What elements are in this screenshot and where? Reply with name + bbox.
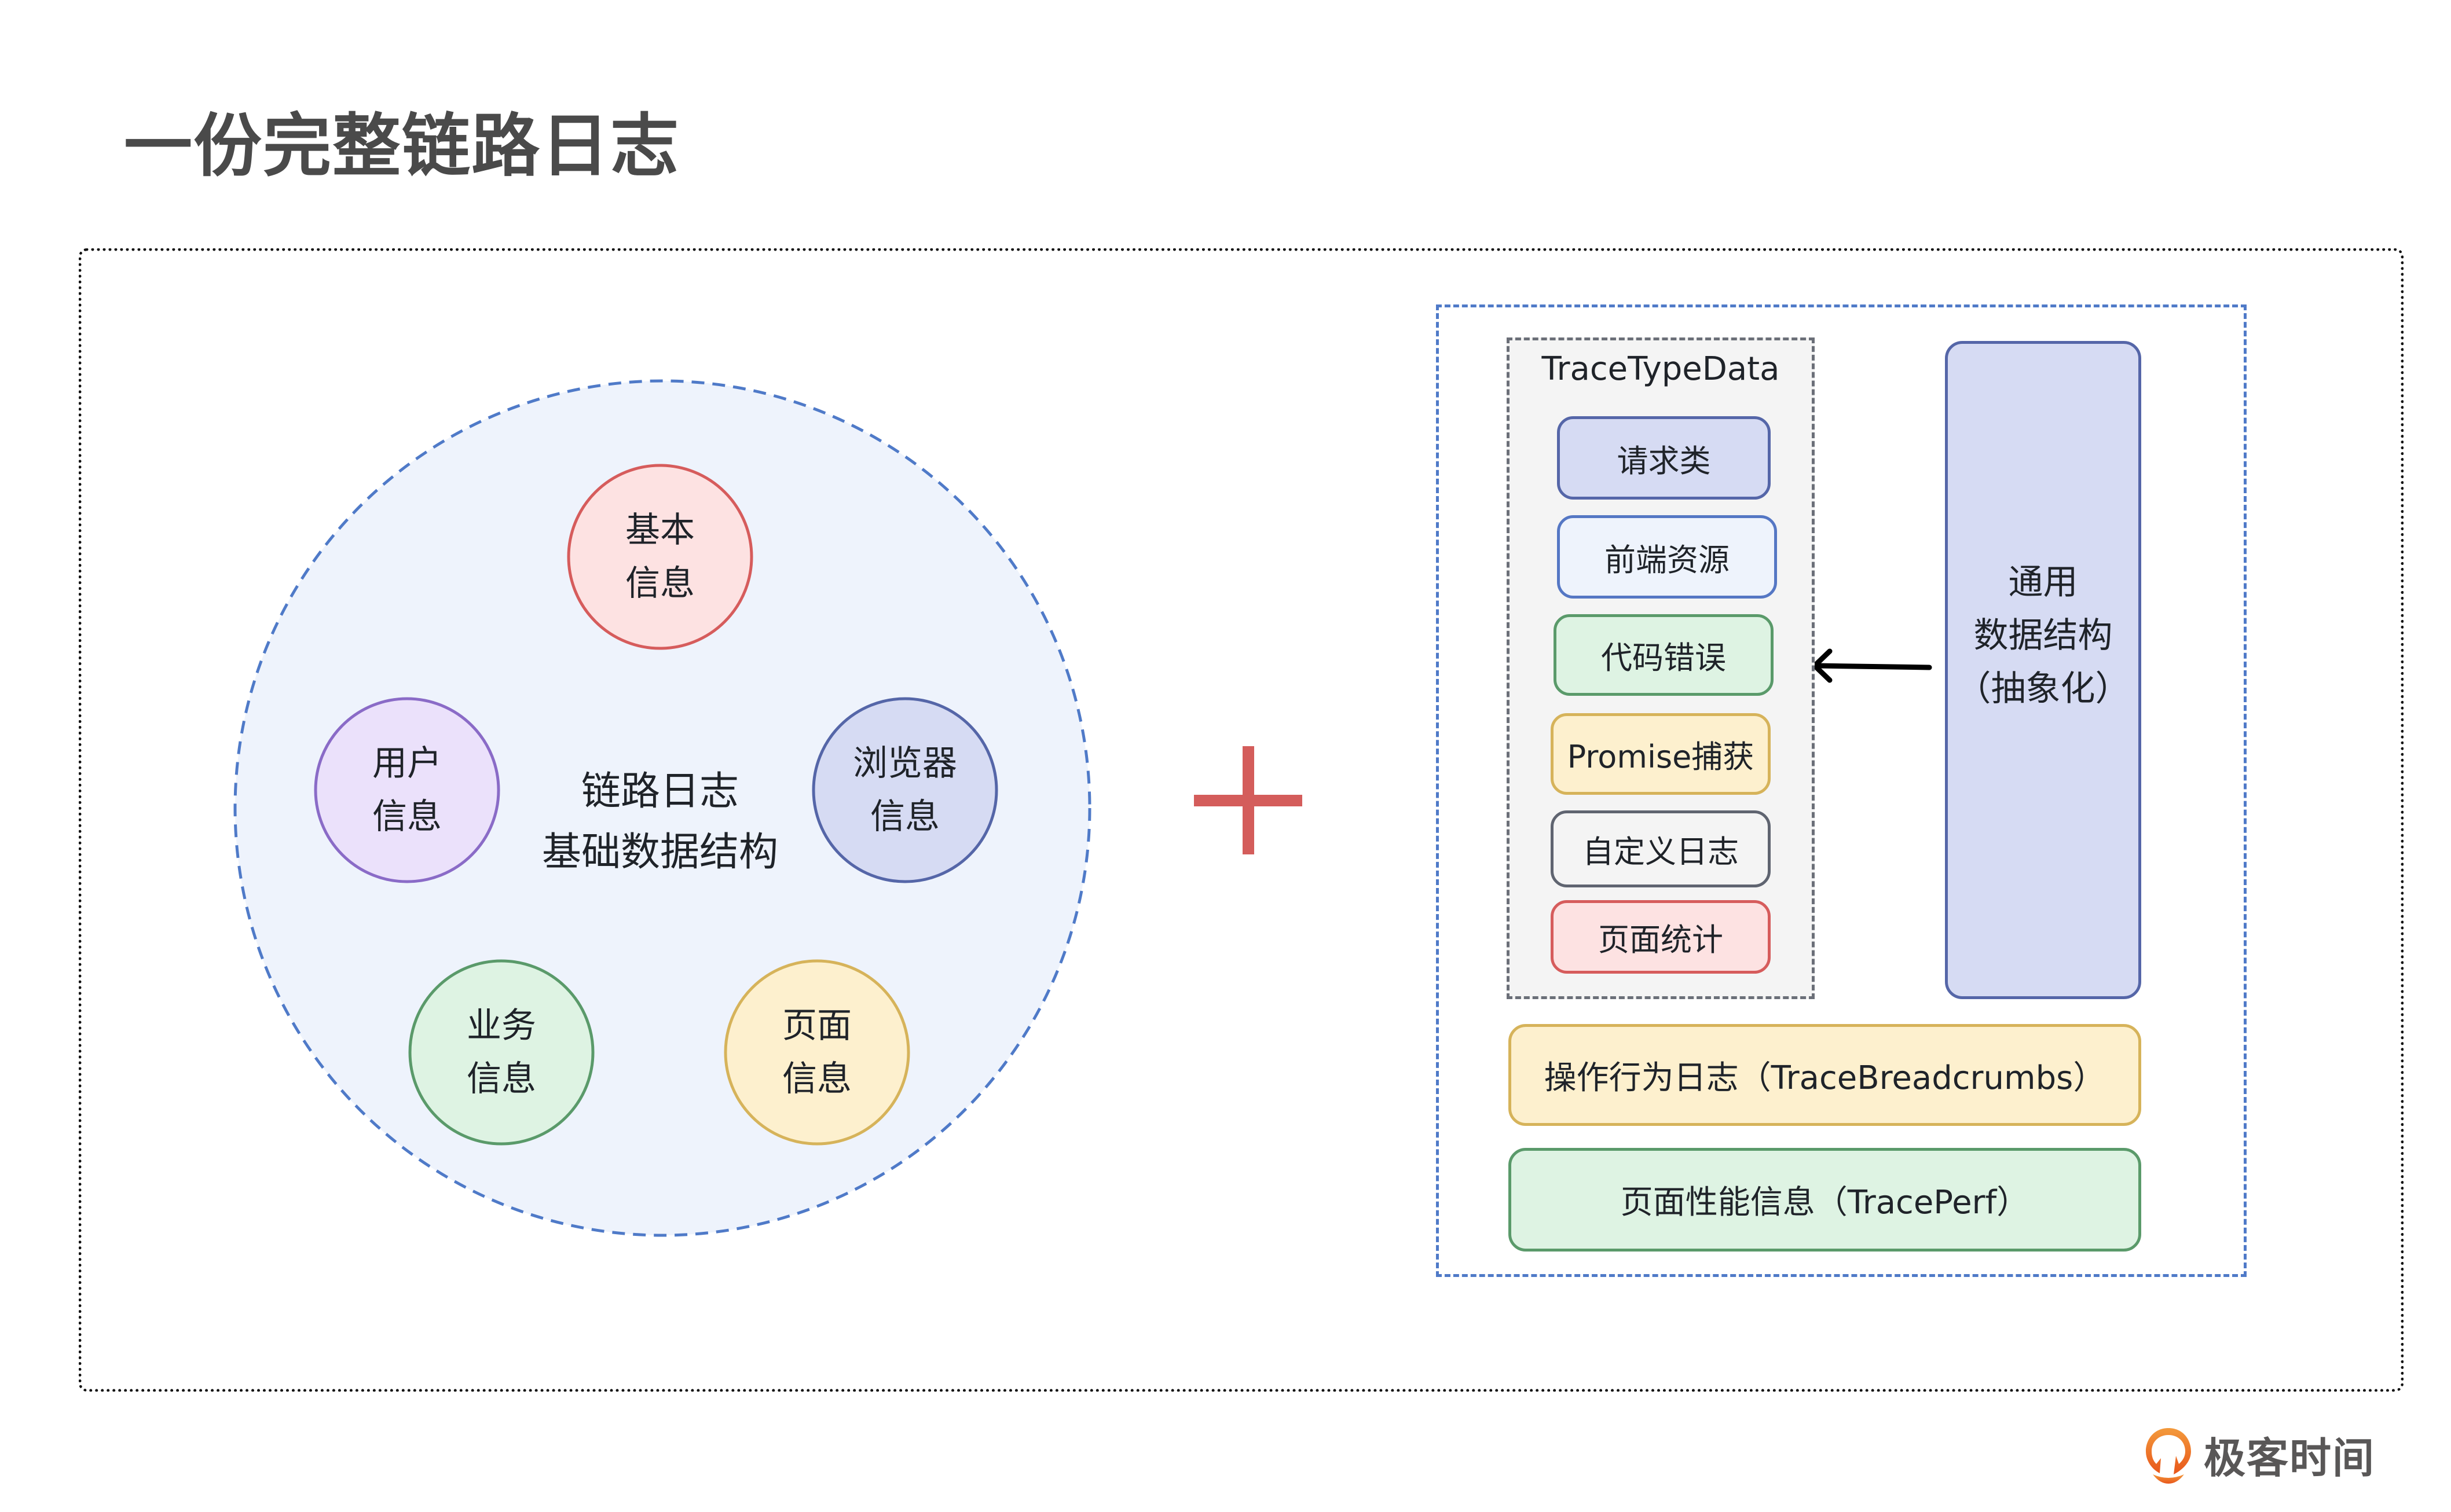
page-info-label: 页面信息 — [782, 999, 852, 1106]
business-info-label: 业务信息 — [467, 999, 536, 1106]
trace-type-frontend-resource-label: 前端资源 — [1604, 541, 1730, 578]
geektime-logo-icon — [2146, 1427, 2191, 1484]
trace-type-promise-capture-label: Promise捕获 — [1567, 739, 1754, 775]
plus-icon — [1194, 746, 1302, 854]
trace-type-page-stats-label: 页面统计 — [1598, 922, 1723, 958]
center-label-line-2: 基础数据结构 — [541, 830, 779, 875]
trace-type-page-stats: 页面统计 — [1551, 900, 1771, 974]
basic-info-circle — [567, 464, 753, 650]
user-info-label-line-1: 用户 — [372, 743, 442, 784]
browser-info-label-line-1: 浏览器 — [853, 743, 957, 784]
basic-info-label-line-2: 信息 — [625, 563, 695, 604]
trace-type-promise-capture: Promise捕获 — [1551, 713, 1771, 795]
trace-type-frontend-resource: 前端资源 — [1557, 515, 1777, 599]
trace-type-code-error-label: 代码错误 — [1601, 640, 1726, 676]
trace-type-custom-log: 自定义日志 — [1551, 810, 1771, 887]
user-info-label-line-2: 信息 — [372, 797, 442, 837]
center-label-line-1: 链路日志 — [581, 769, 739, 814]
center-label: 链路日志 基础数据结构 — [542, 761, 778, 883]
trace-type-request-label: 请求类 — [1617, 442, 1711, 479]
brand-name: 极客时间 — [2204, 1434, 2376, 1482]
user-info-circle — [314, 697, 500, 883]
abstract-line-1: 通用 — [2008, 562, 2078, 603]
business-info-circle — [408, 959, 595, 1146]
page-info-label-line-1: 页面 — [782, 1005, 852, 1046]
browser-info-circle — [812, 697, 998, 883]
arrow-left-icon — [1812, 648, 1932, 683]
abstract-line-2: 数据结构 — [1973, 615, 2113, 656]
trace-perf-box: 页面性能信息（TracePerf） — [1508, 1148, 2141, 1252]
trace-structure-panel — [1436, 304, 2247, 1277]
browser-info-label: 浏览器信息 — [853, 737, 957, 843]
page-info-circle — [724, 959, 910, 1146]
abstract-data-structure-box: 通用 数据结构 （抽象化） — [1945, 341, 2141, 999]
page-info-label-line-2: 信息 — [782, 1059, 852, 1099]
trace-type-request: 请求类 — [1557, 416, 1771, 500]
brand-logo: 极客时间 — [2142, 1424, 2375, 1485]
user-info-label: 用户信息 — [372, 737, 442, 843]
trace-breadcrumbs-box: 操作行为日志（TraceBreadcrumbs） — [1508, 1024, 2141, 1126]
business-info-label-line-1: 业务 — [467, 1005, 536, 1046]
basic-info-label-line-1: 基本 — [625, 510, 695, 551]
trace-breadcrumbs-label: 操作行为日志（TraceBreadcrumbs） — [1544, 1059, 2106, 1097]
trace-perf-label: 页面性能信息（TracePerf） — [1620, 1184, 2029, 1221]
abstract-line-3: （抽象化） — [1956, 668, 2130, 709]
business-info-label-line-2: 信息 — [467, 1059, 536, 1099]
browser-info-label-line-2: 信息 — [870, 797, 940, 837]
trace-type-code-error: 代码错误 — [1554, 614, 1774, 696]
basic-info-label: 基本信息 — [625, 504, 695, 610]
diagram-frame — [79, 248, 2404, 1392]
trace-type-data-title: TraceTypeData — [1541, 350, 1780, 388]
trace-type-custom-log-label: 自定义日志 — [1582, 834, 1739, 870]
page-title: 一份完整链路日志 — [124, 106, 680, 186]
